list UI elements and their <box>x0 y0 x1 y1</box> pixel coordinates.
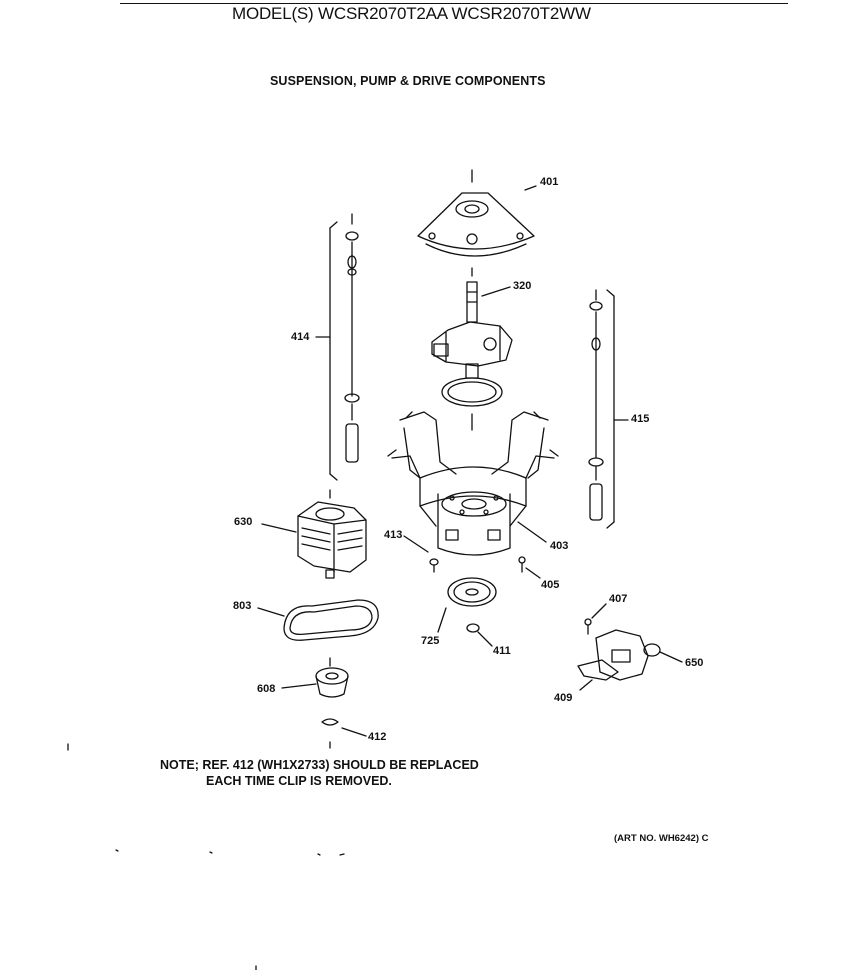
callout-413: 413 <box>384 529 403 541</box>
part-650-switch <box>595 629 683 681</box>
part-320-pump <box>431 267 513 431</box>
callout-630: 630 <box>234 516 253 528</box>
callout-320: 320 <box>513 280 532 292</box>
scan-marks <box>115 849 345 970</box>
part-725-pulley <box>437 577 497 633</box>
callout-608: 608 <box>257 683 276 695</box>
callout-409: 409 <box>554 692 573 704</box>
part-407-screw <box>584 603 607 635</box>
part-401-cover <box>417 169 537 257</box>
callout-407: 407 <box>609 593 628 605</box>
callout-414: 414 <box>291 331 310 343</box>
part-413-fastener <box>403 535 439 573</box>
callout-650: 650 <box>685 657 704 669</box>
part-630-motor <box>261 489 367 579</box>
callout-401: 401 <box>540 176 559 188</box>
callout-405: 405 <box>541 579 560 591</box>
part-411-nut <box>466 623 493 647</box>
part-415-suspension-rod <box>588 289 629 529</box>
callout-403: 403 <box>550 540 569 552</box>
part-405-screw <box>518 556 541 579</box>
callout-412: 412 <box>368 731 387 743</box>
callout-725: 725 <box>421 635 440 647</box>
header-rule <box>120 3 788 4</box>
callout-803: 803 <box>233 600 252 612</box>
callout-415: 415 <box>631 413 650 425</box>
section-title: SUSPENSION, PUMP & DRIVE COMPONENTS <box>270 74 546 88</box>
art-number: (ART NO. WH6242) C <box>614 833 709 844</box>
replacement-note: NOTE; REF. 412 (WH1X2733) SHOULD BE REPL… <box>160 758 479 772</box>
part-414-suspension-rod <box>315 213 360 481</box>
callout-411: 411 <box>493 645 511 657</box>
model-title: MODEL(S) WCSR2070T2AA WCSR2070T2WW <box>232 4 591 23</box>
part-608-motor-pulley <box>281 657 349 698</box>
part-412-clip <box>67 718 367 751</box>
part-803-belt <box>257 599 379 641</box>
replacement-note-continued: EACH TIME CLIP IS REMOVED. <box>206 774 392 788</box>
part-409-bracket <box>577 659 619 691</box>
part-403-base <box>387 411 559 556</box>
